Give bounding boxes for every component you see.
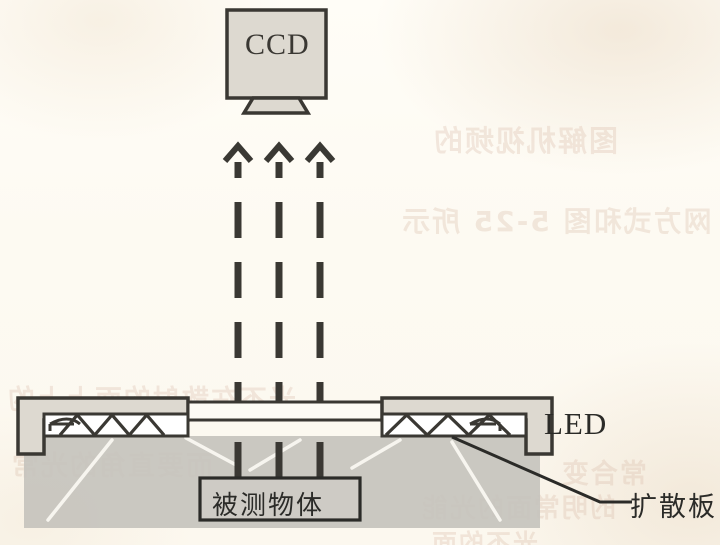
center-aperture <box>186 400 384 422</box>
light-ray-arrows <box>222 141 336 478</box>
led-illuminator-assembly <box>16 396 554 456</box>
diffuser-leader-line <box>451 435 632 504</box>
object-under-test-box <box>198 476 362 522</box>
white-light-rays <box>46 436 502 522</box>
ccd-camera <box>225 8 328 115</box>
object-under-test-label: 被测物体 <box>212 491 325 521</box>
light-ray-arrowhead <box>304 141 336 163</box>
white-ray <box>450 440 502 522</box>
led-panel-right <box>380 396 554 456</box>
white-ray <box>46 438 114 522</box>
led-emitter-arrow-right <box>469 417 502 431</box>
light-ray-arrowhead <box>263 141 295 163</box>
led-zigzag-left <box>58 412 166 438</box>
white-ray <box>184 436 240 468</box>
led-panel-left <box>16 396 190 456</box>
led-emitter-arrow-left <box>48 417 81 431</box>
led-zigzag-right <box>384 412 512 438</box>
white-ray <box>350 438 402 470</box>
led-label: LED <box>544 406 608 441</box>
ccd-label: CCD <box>245 28 310 61</box>
light-ray-arrowhead <box>222 141 254 163</box>
white-ray <box>248 438 302 472</box>
diffuser-label: 扩散板 <box>630 492 717 523</box>
